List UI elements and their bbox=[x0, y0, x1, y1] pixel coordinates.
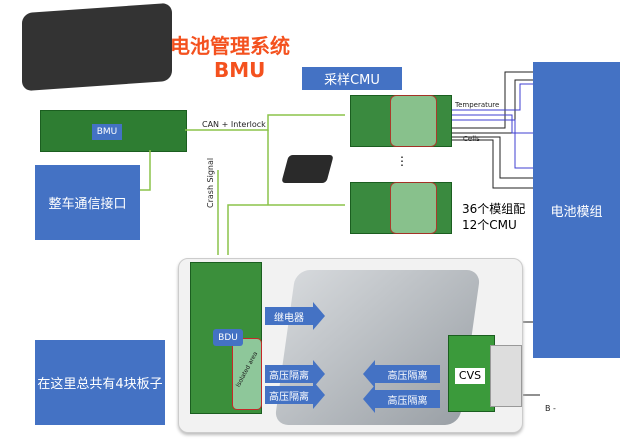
cmu-count-line1: 36个模组配 bbox=[462, 202, 526, 216]
title-line2: BMU bbox=[214, 58, 266, 82]
hv-isolation-arrow-2: 高压隔离 bbox=[265, 381, 325, 409]
shunt-image bbox=[490, 345, 522, 407]
vehicle-interface-box: 整车通信接口 bbox=[35, 165, 140, 240]
crash-signal-label: Crash Signal bbox=[206, 157, 215, 208]
bdu-label: BDU bbox=[213, 329, 243, 346]
temperature-label: Temperature bbox=[455, 101, 500, 109]
cmu-count-line2: 12个CMU bbox=[462, 218, 517, 232]
cmu-isolated-area-2 bbox=[390, 182, 437, 234]
hv-isolation-arrow-1: 高压隔离 bbox=[265, 360, 325, 388]
cvs-label: CVS bbox=[455, 368, 485, 384]
can-interlock-label: CAN + Interlock bbox=[202, 120, 266, 129]
bdu-isolated-area bbox=[232, 338, 262, 410]
cmu-isolated-area-1 bbox=[390, 95, 437, 147]
ellipsis: ⋮ bbox=[396, 154, 408, 168]
boards-note-box: 在这里总共有4块板子 bbox=[35, 340, 165, 425]
battery-module-box: 电池模组 bbox=[533, 62, 620, 358]
hv-isolation-arrow-4: 高压隔离 bbox=[363, 385, 440, 413]
cmu-label-box: 采样CMU bbox=[302, 67, 402, 90]
b-minus-label: B - bbox=[545, 404, 556, 413]
bmu-label: BMU bbox=[92, 124, 122, 140]
device-image bbox=[281, 155, 334, 183]
bmu-board bbox=[40, 110, 187, 152]
relay-arrow: 继电器 bbox=[265, 302, 325, 330]
title-line1: 电池管理系统 bbox=[170, 34, 290, 58]
hv-isolation-arrow-3: 高压隔离 bbox=[363, 360, 440, 388]
cells-label: Cells bbox=[463, 135, 480, 143]
